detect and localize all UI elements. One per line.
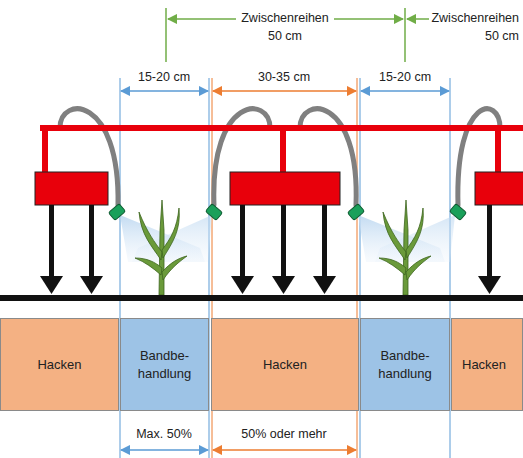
dimension-label: 30-35 cm	[256, 70, 312, 85]
spray-hoses	[60, 109, 500, 205]
implement-frame	[35, 125, 523, 205]
dimension-label: Zwischenreihen	[239, 11, 331, 26]
band-treatment-box: Bandbe- handlung	[120, 318, 209, 411]
ground-line	[0, 295, 523, 301]
row-spacing-dimension	[166, 8, 440, 62]
hoeing-band: Hacken	[451, 318, 523, 411]
share-label: Max. 50%	[134, 427, 194, 442]
dimension-value: 50 cm	[266, 29, 304, 44]
band-treatment-box: Bandbe- handlung	[360, 318, 450, 411]
dimension-label: Zwischenreihen	[429, 11, 521, 26]
maize-plant	[379, 200, 431, 295]
band-dimension	[121, 90, 449, 92]
band-label: Bandbe- handlung	[127, 347, 202, 382]
dimension-value: 50 cm	[483, 29, 521, 44]
band-label: Hacken	[462, 356, 506, 374]
hoe-tines	[40, 205, 501, 294]
dimension-label: 15-20 cm	[377, 70, 433, 85]
hoeing-band: Hacken	[0, 318, 119, 411]
share-label: 50% oder mehr	[239, 427, 328, 442]
guide-lines	[120, 78, 450, 458]
band-label: Hacken	[263, 356, 307, 374]
dimension-label: 15-20 cm	[136, 70, 192, 85]
hoeing-band: Hacken	[211, 318, 359, 411]
maize-plant	[135, 200, 187, 295]
band-label: Bandbe- handlung	[367, 347, 443, 382]
band-label: Hacken	[37, 356, 81, 374]
share-dimension	[121, 449, 356, 451]
